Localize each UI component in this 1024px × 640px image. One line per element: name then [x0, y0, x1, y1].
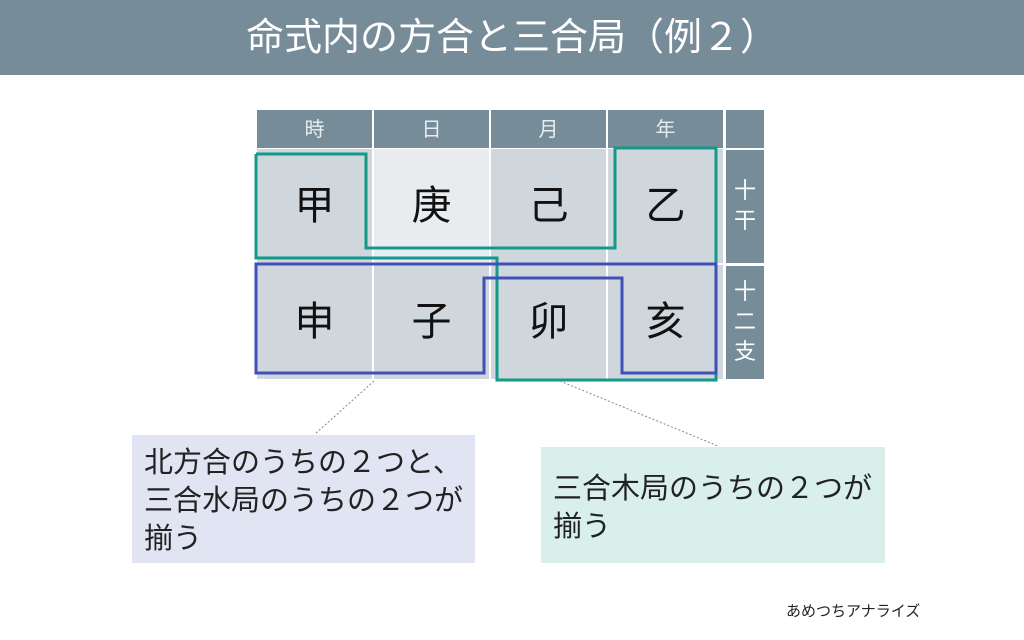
- credit: あめつちアナライズ: [786, 602, 921, 620]
- branch-month: 卯: [491, 265, 606, 379]
- stem-day: 庚: [374, 149, 489, 263]
- header-hour: 時: [257, 110, 372, 148]
- stem-month: 己: [491, 149, 606, 263]
- header-year: 年: [608, 110, 723, 148]
- stem-label: 十干: [726, 150, 764, 263]
- branch-label-char: 二: [733, 309, 756, 335]
- sanhe-wood-outline: [254, 146, 718, 382]
- header-corner: [726, 110, 764, 148]
- branch-hour: 申: [257, 265, 372, 379]
- leader-line-right: [559, 380, 719, 447]
- note-right: 三合木局のうちの２つが揃う: [541, 447, 885, 563]
- leader-line-left: [314, 380, 375, 435]
- branch-label: 十二支: [726, 266, 764, 379]
- branch-label-char: 十: [733, 279, 756, 305]
- fanghe-water-outline: [254, 262, 718, 375]
- branch-year: 亥: [608, 265, 723, 379]
- stem-label-char: 十: [733, 178, 756, 204]
- branch-label-char: 支: [733, 339, 756, 365]
- header-day: 日: [374, 110, 489, 148]
- branch-day: 子: [374, 265, 489, 379]
- stem-label-char: 干: [733, 208, 756, 234]
- note-left: 北方合のうちの２つと、三合水局のうちの２つが揃う: [132, 435, 475, 563]
- stem-hour: 甲: [257, 149, 372, 263]
- stem-year: 乙: [608, 149, 723, 263]
- header-month: 月: [491, 110, 606, 148]
- slide-title: 命式内の方合と三合局（例２）: [0, 0, 1024, 75]
